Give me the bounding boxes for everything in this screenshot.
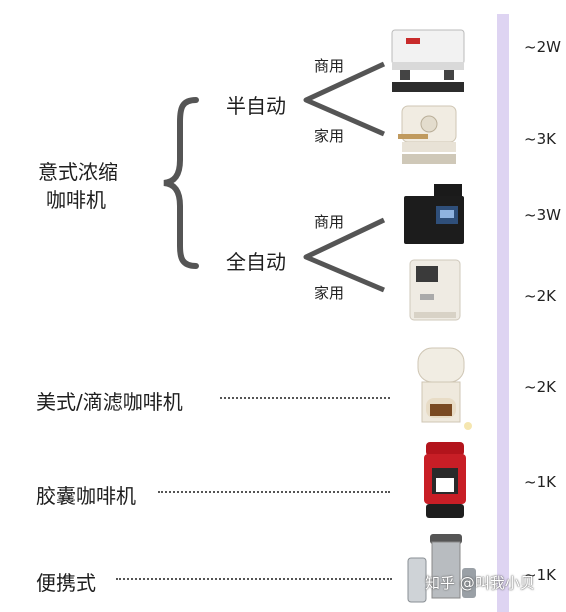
- price-full-home: ~2K: [524, 287, 556, 305]
- price-full-commercial: ~3W: [524, 206, 561, 224]
- price-drip: ~2K: [524, 378, 556, 396]
- commercial-semi-auto-machine-image: [391, 29, 465, 92]
- capsule-label: 胶囊咖啡机: [36, 484, 136, 508]
- watermark: 知乎 @叫我小贝: [425, 574, 535, 592]
- espresso-label-line2: 咖啡机: [46, 188, 106, 212]
- portable-machine-image: [407, 534, 476, 603]
- commercial-full-auto-machine-image: [404, 184, 464, 244]
- price-portable: ~1K: [524, 566, 556, 584]
- drip-leader: [220, 397, 390, 399]
- drip-label: 美式/滴滤咖啡机: [36, 390, 183, 414]
- full-auto-label: 全自动: [226, 250, 286, 274]
- semi-auto-fork: [303, 61, 386, 137]
- capsule-machine-image: [424, 442, 466, 518]
- capsule-leader: [158, 491, 390, 493]
- semi-auto-label: 半自动: [226, 94, 286, 118]
- drip-machine-image: [417, 347, 472, 430]
- full-commercial-label: 商用: [314, 213, 345, 231]
- full-auto-fork: [303, 217, 386, 293]
- price-capsule: ~1K: [524, 473, 556, 491]
- semi-home-label: 家用: [314, 127, 345, 145]
- portable-label: 便携式: [36, 571, 96, 595]
- portable-leader: [116, 578, 392, 580]
- semi-commercial-label: 商用: [314, 57, 345, 75]
- home-full-auto-machine-image: [409, 259, 461, 321]
- curly-brace: [163, 97, 199, 269]
- price-semi-commercial: ~2W: [524, 38, 561, 56]
- espresso-label-line1: 意式浓缩: [38, 160, 118, 184]
- home-semi-auto-machine-image: [398, 105, 457, 164]
- price-semi-home: ~3K: [524, 130, 556, 148]
- full-home-label: 家用: [314, 284, 345, 302]
- price-axis-bar: [497, 14, 509, 612]
